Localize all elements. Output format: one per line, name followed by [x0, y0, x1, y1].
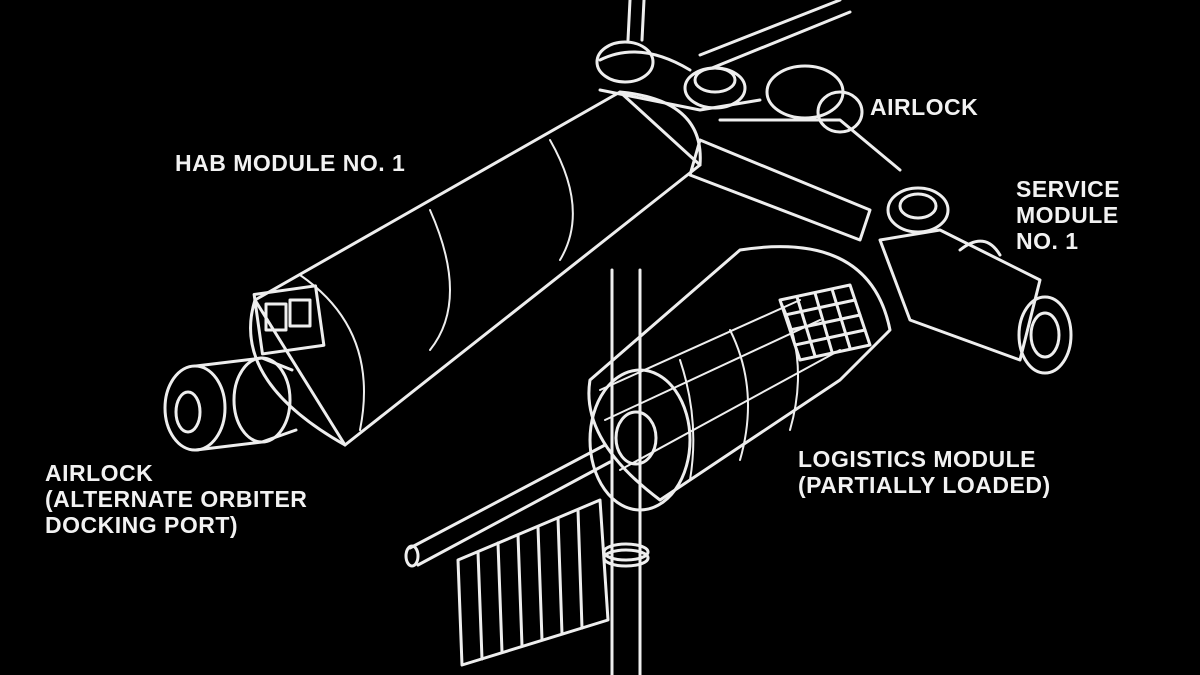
service-module-label-line-3: NO. 1	[1016, 228, 1079, 254]
hab-module-label: HAB MODULE NO. 1	[175, 150, 405, 176]
hab-hatch	[252, 284, 326, 356]
logistics-module-label: LOGISTICS MODULE (PARTIALLY LOADED)	[798, 446, 1051, 498]
service-module-label-line-1: SERVICE	[1016, 176, 1121, 202]
logistics-module-label-line-1: LOGISTICS MODULE	[798, 446, 1036, 472]
hab-module-body	[249, 90, 702, 447]
service-module-body	[878, 186, 1073, 375]
airlock-top-label: AIRLOCK	[870, 94, 978, 120]
service-module-label-line-2: MODULE	[1016, 202, 1119, 228]
airlock-left-label-line-2: (ALTERNATE ORBITER	[45, 486, 308, 512]
airlock-left-label-line-1: AIRLOCK	[45, 460, 154, 486]
airlock-left-label: AIRLOCK (ALTERNATE ORBITER DOCKING PORT)	[45, 460, 307, 538]
logistics-module-label-line-2: (PARTIALLY LOADED)	[798, 472, 1051, 498]
airlock-left-label-line-3: DOCKING PORT)	[45, 512, 239, 538]
logistics-module-body	[587, 245, 892, 512]
left-airlock	[163, 356, 298, 452]
airlock-top-label-line: AIRLOCK	[870, 94, 979, 120]
upper-strut	[698, 0, 852, 70]
service-module-label: SERVICE MODULE NO. 1	[1016, 176, 1120, 254]
hab-module-label-line: HAB MODULE NO. 1	[175, 150, 406, 176]
lower-boom	[404, 443, 612, 568]
top-node	[595, 40, 864, 134]
service-truss	[688, 118, 902, 242]
logistics-grid	[778, 283, 872, 362]
solar-array	[456, 498, 610, 667]
truss-mast	[602, 0, 650, 675]
